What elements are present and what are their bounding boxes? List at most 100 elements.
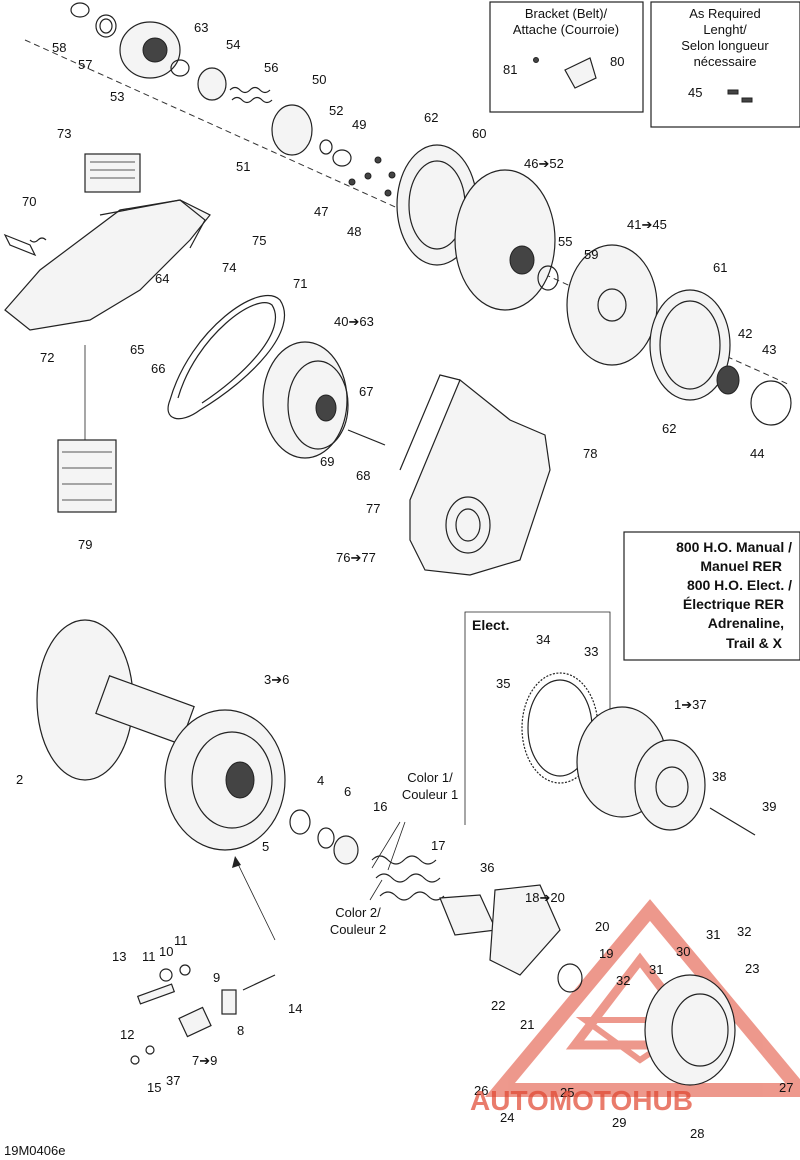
as-required-line3: Selon longueur <box>681 38 769 53</box>
callout-72: 72 <box>40 350 54 365</box>
callout-42: 42 <box>738 326 752 341</box>
callout-43: 43 <box>762 342 776 357</box>
callout-60: 60 <box>472 126 486 141</box>
callout-7-9: 7➔9 <box>192 1053 217 1068</box>
callout-71: 71 <box>293 276 307 291</box>
callout-56: 56 <box>264 60 278 75</box>
callout-41-45: 41➔45 <box>627 217 667 232</box>
models-line5: Adrenaline, <box>708 615 784 631</box>
callout-64: 64 <box>155 271 169 286</box>
callout-62-top: 62 <box>424 110 438 125</box>
callout-29: 29 <box>612 1115 626 1130</box>
callout-25: 25 <box>560 1085 574 1100</box>
color2-line2: Couleur 2 <box>330 922 386 937</box>
elect-box: Elect. <box>464 611 611 825</box>
callout-44: 44 <box>750 446 764 461</box>
callout-54: 54 <box>226 37 240 52</box>
callout-31-b: 31 <box>649 962 663 977</box>
callout-53: 53 <box>110 89 124 104</box>
callout-31-a: 31 <box>706 927 720 942</box>
callout-49: 49 <box>352 117 366 132</box>
callout-26: 26 <box>474 1083 488 1098</box>
callout-75: 75 <box>252 233 266 248</box>
callout-46-52: 46➔52 <box>524 156 564 171</box>
callout-10: 10 <box>159 944 173 959</box>
callout-76-77: 76➔77 <box>336 550 376 565</box>
as-required-line4: nécessaire <box>694 54 757 69</box>
models-line3: 800 H.O. Elect. / <box>687 577 792 593</box>
callout-77: 77 <box>366 501 380 516</box>
callout-80: 80 <box>610 54 624 69</box>
callout-32-a: 32 <box>737 924 751 939</box>
callout-32-b: 32 <box>616 973 630 988</box>
callout-21: 21 <box>520 1017 534 1032</box>
callout-40-63: 40➔63 <box>334 314 374 329</box>
color1-leader <box>371 821 401 869</box>
callout-69: 69 <box>320 454 334 469</box>
callout-63: 63 <box>194 20 208 35</box>
models-line1: 800 H.O. Manual / <box>676 539 792 555</box>
callout-51: 51 <box>236 159 250 174</box>
lower-small-parts <box>130 964 276 1065</box>
drive-pulley-assembly <box>262 341 386 459</box>
callout-8: 8 <box>237 1023 244 1038</box>
callout-34: 34 <box>536 632 550 647</box>
color2-line1: Color 2/ <box>335 905 381 920</box>
belt-guard-cover <box>399 374 551 576</box>
callout-73: 73 <box>57 126 71 141</box>
callout-58: 58 <box>52 40 66 55</box>
callout-labels: 58 57 53 63 54 56 50 52 49 51 47 48 62 6… <box>16 20 793 1141</box>
callout-28: 28 <box>690 1126 704 1141</box>
callout-30: 30 <box>676 944 690 959</box>
callout-24: 24 <box>500 1110 514 1125</box>
color1-leader-2 <box>387 821 406 871</box>
callout-61: 61 <box>713 260 727 275</box>
callout-1-37: 1➔37 <box>674 697 707 712</box>
callout-79: 79 <box>78 537 92 552</box>
callout-45: 45 <box>688 85 702 100</box>
callout-50: 50 <box>312 72 326 87</box>
drive-belt <box>167 294 286 420</box>
color1-line1: Color 1/ <box>407 770 453 785</box>
lower-drive-pulley <box>36 619 736 1086</box>
callout-19: 19 <box>599 946 613 961</box>
callout-67: 67 <box>359 384 373 399</box>
callout-27: 27 <box>779 1080 793 1095</box>
callout-66: 66 <box>151 361 165 376</box>
callout-17: 17 <box>431 838 445 853</box>
callout-13: 13 <box>112 949 126 964</box>
callout-81: 81 <box>503 62 517 77</box>
as-required-line1: As Required <box>689 6 761 21</box>
callout-47: 47 <box>314 204 328 219</box>
callout-39: 39 <box>762 799 776 814</box>
callout-6: 6 <box>344 784 351 799</box>
callout-11-b: 11 <box>174 933 188 948</box>
callout-20: 20 <box>595 919 609 934</box>
callout-4: 4 <box>317 773 324 788</box>
elect-label: Elect. <box>472 617 509 633</box>
callout-65: 65 <box>130 342 144 357</box>
callout-36: 36 <box>480 860 494 875</box>
callout-3-6: 3➔6 <box>264 672 289 687</box>
callout-14: 14 <box>288 1001 302 1016</box>
belt-guard-group <box>3 153 211 513</box>
callout-23: 23 <box>745 961 759 976</box>
callout-11-a: 11 <box>142 949 156 964</box>
bracket-box: Bracket (Belt)/ Attache (Courroie) <box>489 1 644 113</box>
callout-33: 33 <box>584 644 598 659</box>
bracket-box-line1: Bracket (Belt)/ <box>525 6 608 21</box>
callout-12: 12 <box>120 1027 134 1042</box>
drive-pulley-upper-group <box>70 2 396 197</box>
color-notes: Color 1/ Couleur 1 Color 2/ Couleur 2 <box>330 770 458 937</box>
callout-18-20: 18➔20 <box>525 890 565 905</box>
models-line2: Manuel RER <box>700 558 782 574</box>
callout-35: 35 <box>496 676 510 691</box>
callout-59: 59 <box>584 247 598 262</box>
bracket-box-line2: Attache (Courroie) <box>513 22 619 37</box>
callout-5: 5 <box>262 839 269 854</box>
callout-78: 78 <box>583 446 597 461</box>
callout-57: 57 <box>78 57 92 72</box>
models-line6: Trail & X <box>726 635 783 651</box>
callout-74: 74 <box>222 260 236 275</box>
